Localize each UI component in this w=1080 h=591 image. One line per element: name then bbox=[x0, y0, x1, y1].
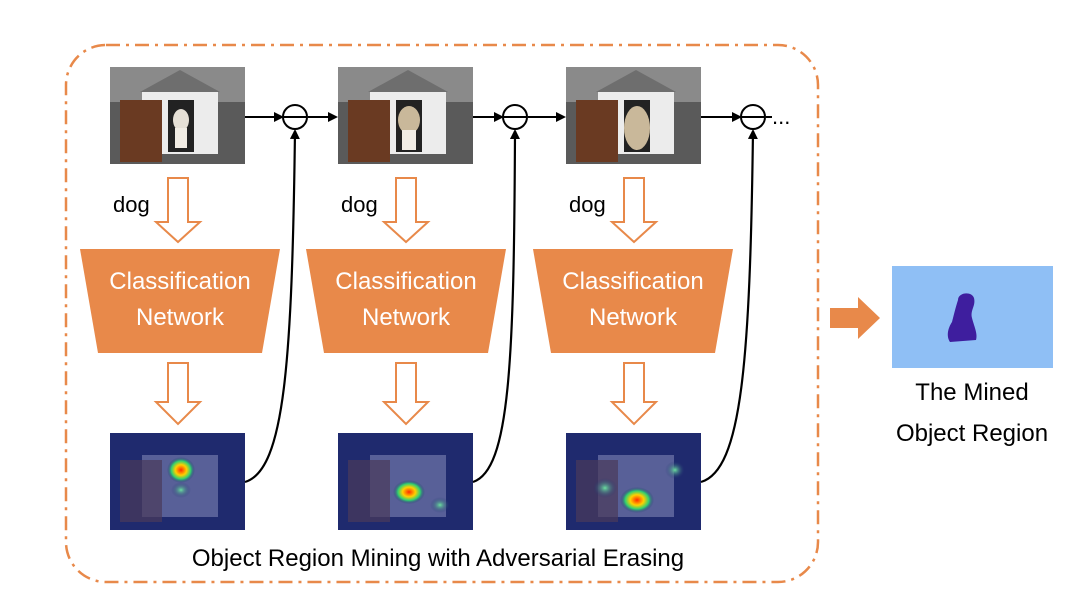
mined-object-region-image bbox=[892, 266, 1053, 368]
hollow-down-arrow-icon bbox=[153, 362, 203, 426]
circled-minus-icon bbox=[502, 104, 528, 130]
network-label-line2: Network bbox=[589, 304, 678, 331]
class-label: dog bbox=[341, 192, 378, 217]
hollow-down-arrow-icon bbox=[381, 362, 431, 426]
erased-input-image bbox=[338, 67, 473, 164]
object-mask bbox=[947, 293, 977, 342]
feedback-arrow bbox=[244, 129, 300, 484]
network-label-line1: Classification bbox=[335, 268, 476, 295]
continuation-ellipsis: ... bbox=[772, 104, 790, 129]
network-label-line1: Classification bbox=[109, 268, 250, 295]
result-label-line2: Object Region bbox=[896, 420, 1048, 447]
attention-heatmap bbox=[338, 433, 473, 530]
erased-region bbox=[624, 106, 650, 150]
circled-minus-icon bbox=[282, 104, 308, 130]
network-label-line1: Classification bbox=[562, 268, 703, 295]
feedback-arrow bbox=[472, 129, 520, 484]
attention-heatmap bbox=[566, 433, 701, 530]
erased-input-image bbox=[566, 67, 701, 164]
classification-network bbox=[80, 249, 280, 353]
feedback-arrow bbox=[700, 129, 758, 484]
stage-1: dog Classification Network bbox=[80, 67, 280, 530]
classification-network bbox=[533, 249, 733, 353]
input-image bbox=[110, 67, 245, 164]
circled-minus-icon bbox=[740, 104, 766, 130]
hollow-down-arrow-icon bbox=[381, 177, 431, 244]
mining-frame bbox=[64, 43, 820, 584]
class-label: dog bbox=[113, 192, 150, 217]
network-label-line2: Network bbox=[362, 304, 451, 331]
hollow-down-arrow-icon bbox=[609, 362, 659, 426]
hollow-down-arrow-icon bbox=[153, 177, 203, 244]
class-label: dog bbox=[569, 192, 606, 217]
attention-heatmap bbox=[110, 433, 245, 530]
result-label-line1: The Mined bbox=[915, 379, 1028, 406]
hollow-down-arrow-icon bbox=[609, 177, 659, 244]
stage-3: dog Classification Network bbox=[533, 67, 733, 530]
erased-region bbox=[398, 106, 420, 134]
solid-right-arrow-icon bbox=[830, 297, 880, 339]
frame-caption: Object Region Mining with Adversarial Er… bbox=[192, 545, 684, 572]
stage-2: dog Classification Network bbox=[306, 67, 506, 530]
classification-network bbox=[306, 249, 506, 353]
network-label-line2: Network bbox=[136, 304, 225, 331]
